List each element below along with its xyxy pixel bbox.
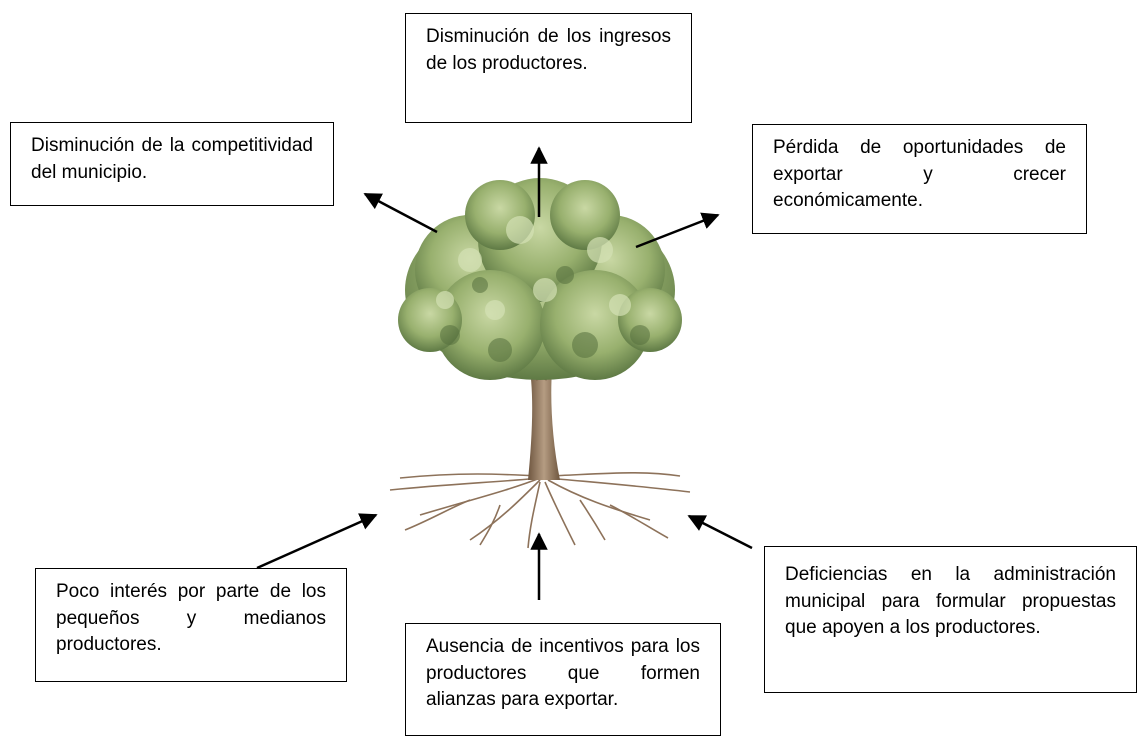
effect-box-right: Pérdida de oportunidades de exportar y c… [752, 124, 1087, 234]
effect-right-text: Pérdida de oportunidades de exportar y c… [773, 137, 1066, 212]
tree-roots [389, 472, 691, 549]
arrows [256, 146, 753, 600]
arrow-from-cause-right [687, 514, 753, 550]
tree-illustration [389, 178, 691, 549]
effect-left-text: Disminución de la competitividad del mun… [31, 135, 313, 183]
tree-trunk [528, 370, 560, 480]
arrow-from-cause-left [256, 513, 378, 570]
tree-canopy-shadows [440, 266, 650, 362]
arrow-to-effect-left [363, 192, 438, 234]
cause-box-left: Poco interés por parte de los pequeños y… [35, 568, 347, 682]
tree-canopy-highlights [436, 216, 631, 320]
cause-box-bottom: Ausencia de incentivos para los producto… [405, 623, 721, 736]
cause-left-text: Poco interés por parte de los pequeños y… [56, 581, 326, 656]
cause-right-text: Deficiencias en la administración munici… [785, 564, 1116, 639]
arrow-to-effect-right [635, 212, 720, 249]
cause-box-right: Deficiencias en la administración munici… [764, 546, 1137, 693]
effect-top-text: Disminución de los ingresos de los produ… [426, 26, 671, 74]
effect-box-left: Disminución de la competitividad del mun… [10, 122, 334, 206]
effect-box-top: Disminución de los ingresos de los produ… [405, 13, 692, 123]
cause-bottom-text: Ausencia de incentivos para los producto… [426, 636, 700, 711]
